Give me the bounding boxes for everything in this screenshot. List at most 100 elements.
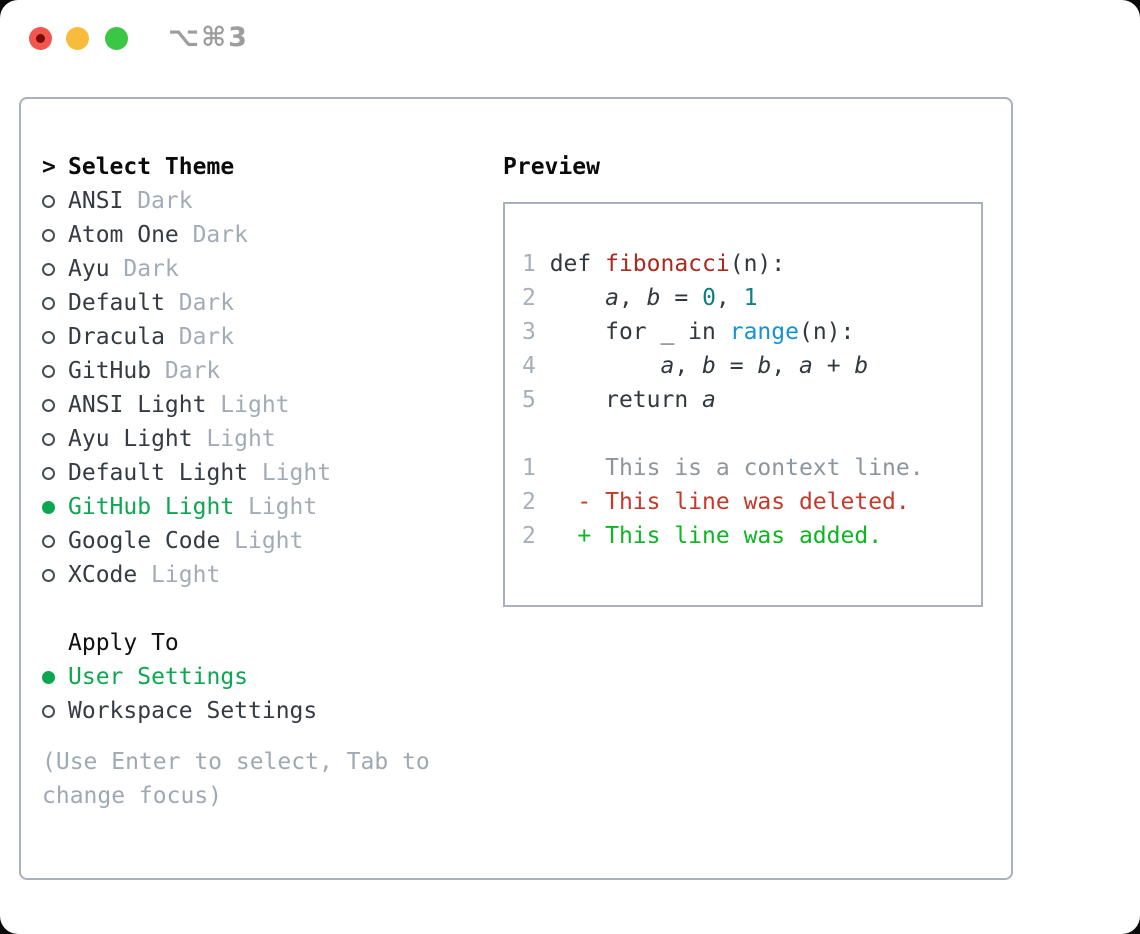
code-token: b (702, 353, 716, 379)
code-token (550, 353, 661, 379)
theme-option[interactable]: GitHub Light Light (42, 490, 472, 524)
diff-marker: - (577, 489, 606, 515)
code-token: a (799, 353, 813, 379)
line-number: 5 (522, 387, 550, 413)
apply-option[interactable]: Workspace Settings (42, 694, 472, 728)
code-token: return (549, 387, 703, 413)
radio-icon (42, 704, 55, 718)
code-token: , (618, 285, 647, 311)
theme-option[interactable]: ANSI Dark (42, 184, 472, 218)
apply-option[interactable]: User Settings (42, 660, 472, 694)
theme-name: Atom One (68, 222, 179, 248)
code-token: 0 (702, 285, 716, 311)
code-token: , (674, 353, 703, 379)
radio-icon (42, 228, 55, 242)
theme-variant: Dark (164, 358, 221, 384)
code-token: for _ in (549, 319, 730, 345)
theme-name: GitHub (68, 358, 152, 384)
close-icon[interactable] (29, 27, 52, 50)
line-number: 2 (522, 523, 578, 549)
diff-text: This line was deleted. (605, 489, 910, 515)
diff-text: This line was added. (605, 523, 883, 549)
theme-variant: Light (247, 494, 318, 520)
theme-option[interactable]: Ayu Light Light (42, 422, 472, 456)
code-token: a (702, 387, 716, 413)
theme-variant: Dark (137, 188, 193, 214)
code-token: fibonacci (605, 251, 730, 277)
code-token: , (715, 285, 744, 311)
code-line: 4 a, b = b, a + b (522, 353, 971, 387)
theme-variant: Light (206, 426, 276, 452)
diff-marker: + (577, 523, 606, 549)
zoom-icon[interactable] (105, 27, 128, 50)
code-token: range (729, 319, 799, 345)
theme-variant: Dark (192, 222, 248, 248)
line-number: 3 (522, 319, 550, 345)
cursor-icon: > (42, 154, 56, 180)
code-token: a (660, 353, 675, 379)
window-shortcut-label: ⌥⌘3 (168, 22, 249, 53)
line-number: 4 (522, 353, 550, 379)
radio-selected-icon (42, 670, 55, 684)
diff-line: 1 This is a context line. (522, 455, 971, 489)
select-theme-header: > Select Theme (42, 150, 472, 184)
preview-title: Preview (503, 154, 600, 180)
theme-variant: Light (234, 528, 304, 554)
theme-variant: Light (220, 392, 290, 418)
code-token: (n): (729, 251, 786, 277)
radio-icon (42, 364, 55, 378)
theme-option[interactable]: ANSI Light Light (42, 388, 472, 422)
radio-icon (42, 534, 55, 548)
radio-selected-icon (42, 500, 55, 514)
code-token: = (660, 285, 703, 311)
keyboard-hint: (Use Enter to select, Tab to change focu… (42, 749, 430, 809)
theme-name: GitHub Light (68, 494, 235, 520)
code-token: b (854, 353, 869, 379)
theme-option[interactable]: Ayu Dark (42, 252, 472, 286)
title-bar: ⌥⌘3 (0, 0, 1140, 76)
code-token: b (757, 353, 772, 379)
code-token: b (646, 285, 661, 311)
theme-name: Ayu (68, 256, 110, 282)
radio-icon (42, 296, 55, 310)
preview-header: Preview (503, 150, 1003, 184)
line-number: 1 (522, 251, 550, 277)
apply-to-header: Apply To (42, 626, 472, 660)
theme-option[interactable]: GitHub Dark (42, 354, 472, 388)
diff-text: This is a context line. (605, 455, 924, 481)
radio-icon (42, 262, 55, 276)
code-line: 3 for _ in range(n): (522, 319, 971, 353)
minimize-icon[interactable] (66, 27, 89, 50)
theme-name: ANSI Light (68, 392, 207, 418)
radio-icon (42, 568, 55, 582)
theme-option[interactable]: Atom One Dark (42, 218, 472, 252)
theme-variant: Light (151, 562, 221, 588)
theme-name: Ayu Light (68, 426, 193, 452)
preview-section: Preview 1 def fibonacci(n):2 a, b = 0, 1… (503, 150, 1003, 607)
select-theme-title: Select Theme (68, 154, 235, 180)
code-token: = (715, 353, 758, 379)
theme-variant: Dark (123, 256, 179, 282)
line-number: 1 (522, 455, 578, 481)
radio-icon (42, 330, 55, 344)
line-number: 2 (522, 285, 550, 311)
radio-icon (42, 398, 55, 412)
code-token: 1 (743, 285, 758, 311)
apply-to-title: Apply To (68, 630, 179, 656)
theme-variant: Dark (178, 324, 235, 350)
diff-marker (577, 455, 605, 481)
theme-name: Default (68, 290, 165, 316)
theme-name: ANSI (68, 188, 124, 214)
apply-option-label: Workspace Settings (68, 698, 318, 724)
